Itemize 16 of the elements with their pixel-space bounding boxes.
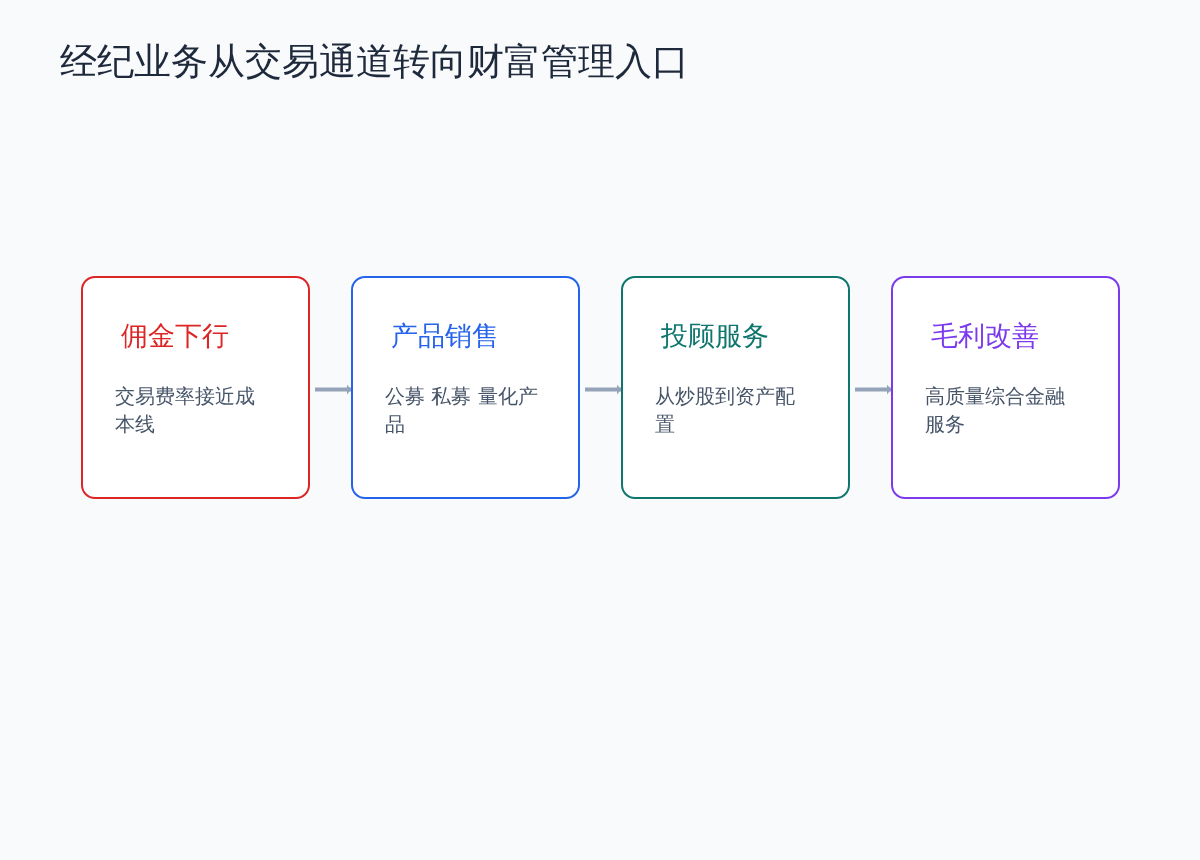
arrow xyxy=(855,384,891,395)
node-heading: 投顾服务 xyxy=(661,319,769,353)
node-description: 从炒股到资产配置 xyxy=(655,383,796,438)
arrow xyxy=(315,384,351,395)
node-heading: 佣金下行 xyxy=(121,319,229,353)
process-box xyxy=(351,276,580,499)
node-description: 高质量综合金融服务 xyxy=(925,383,1066,438)
process-box xyxy=(81,276,310,499)
diagram-title: 经纪业务从交易通道转向财富管理入口 xyxy=(60,39,689,85)
node-description: 交易费率接近成本线 xyxy=(115,383,256,438)
node-heading: 毛利改善 xyxy=(931,319,1039,353)
process-box xyxy=(891,276,1120,499)
arrow xyxy=(585,384,621,395)
node-description: 公募 私募 量化产品 xyxy=(385,383,539,438)
process-box xyxy=(621,276,850,499)
node-heading: 产品销售 xyxy=(391,319,499,353)
